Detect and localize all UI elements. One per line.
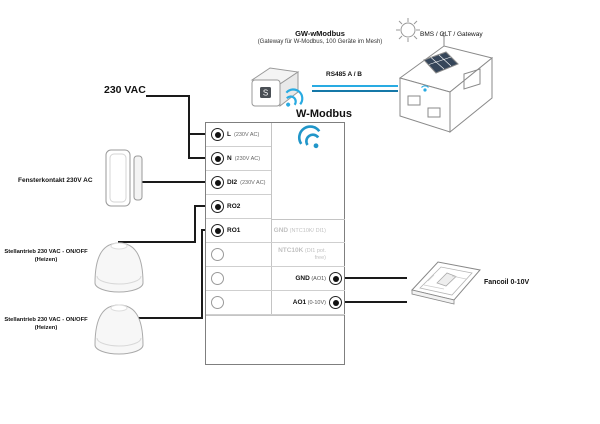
rs485-line-a xyxy=(312,85,398,87)
terminal-row-ro2: RO2 xyxy=(206,195,271,219)
terminal-detail: (230V AC) xyxy=(233,131,260,138)
rs485-line-b xyxy=(312,90,398,92)
terminal-name: DI2 xyxy=(227,179,238,186)
gateway-device-illustration: S xyxy=(250,67,304,108)
gateway-logo xyxy=(260,87,271,98)
wire-di2 xyxy=(140,181,214,183)
terminal-row-n: N (230V AC) xyxy=(206,147,271,171)
radiator xyxy=(407,95,421,106)
wire-gnd-ao1 xyxy=(343,277,407,279)
actuator-2-label: Stellantrieb 230 VAC - ON/OFF (Heizen) xyxy=(2,317,90,332)
wire-ro2-v xyxy=(194,205,196,243)
terminal-row-ao1: AO1 (0-10V) xyxy=(271,291,345,315)
terminal-circle xyxy=(211,224,224,237)
fancoil-label: Fancoil 0-10V xyxy=(484,279,530,286)
terminal-circle xyxy=(329,296,342,309)
terminal-name: RO2 xyxy=(227,203,241,210)
window xyxy=(463,68,481,90)
terminal-row-empty-2 xyxy=(206,267,271,291)
terminal-circle xyxy=(211,128,224,141)
gateway-subtitle: (Gateway für W-Modbus, 100 Geräte im Mes… xyxy=(257,39,383,45)
terminal-row-di2: DI2 (230V AC) xyxy=(206,171,271,195)
gateway-wifi-icon xyxy=(285,88,304,107)
wire-n-stub xyxy=(188,157,214,159)
svg-text:S: S xyxy=(263,89,268,98)
bms-label: BMS / GLT / Gateway xyxy=(420,31,483,38)
terminal-row-ntc10k: NTC10K (DI1 pot. free) xyxy=(271,243,345,267)
wire-230vac-h xyxy=(146,95,190,97)
strip-divider-right-top xyxy=(271,219,345,220)
actuator-1-label: Stellantrieb 230 VAC - ON/OFF (Heizen) xyxy=(2,249,90,264)
actuator-2-illustration xyxy=(94,304,144,355)
terminal-name: GND xyxy=(273,226,289,234)
wire-ro1-v xyxy=(201,229,203,319)
terminal-row-gnd-ao1: GND (AO1) xyxy=(271,267,345,291)
terminal-name: L xyxy=(227,131,231,138)
house-outline xyxy=(398,32,494,134)
terminal-detail: (AO1) xyxy=(311,275,326,282)
terminal-detail: (0-10V) xyxy=(307,299,326,306)
window-contact-illustration xyxy=(105,149,143,207)
window-contact-label: Fensterkontakt 230V AC xyxy=(18,177,93,184)
terminal-circle xyxy=(329,272,342,285)
terminal-name: N xyxy=(227,155,232,162)
wmodbus-label: W-Modbus xyxy=(296,108,352,120)
terminal-row-ro1: RO1 xyxy=(206,219,271,243)
sun-icon xyxy=(396,18,420,42)
fancoil-illustration xyxy=(411,261,481,305)
strip-divider-horizontal xyxy=(206,315,344,316)
terminal-circle xyxy=(211,248,224,261)
terminal-row-empty-3 xyxy=(206,291,271,315)
actuator-1-illustration xyxy=(94,242,144,293)
radiator xyxy=(427,107,441,118)
building-illustration xyxy=(396,18,494,134)
indoor-wifi-icon xyxy=(421,85,429,92)
actuator-1-label-line2: (Heizen) xyxy=(34,256,58,263)
terminal-name: RO1 xyxy=(227,227,241,234)
wire-230vac-v xyxy=(188,95,190,159)
wmodbus-wifi-icon xyxy=(298,125,321,149)
voltage-label: 230 VAC xyxy=(104,84,146,96)
terminal-circle xyxy=(211,272,224,285)
terminal-name: GND xyxy=(295,274,310,282)
wire-ro2-h xyxy=(118,241,196,243)
terminal-row-l: L (230V AC) xyxy=(206,123,271,147)
wire-ro1-h xyxy=(118,317,203,319)
wire-l-stub xyxy=(188,133,214,135)
wire-ao1 xyxy=(343,301,407,303)
terminal-strip: L (230V AC) N (230V AC) DI2 (230V AC) RO… xyxy=(205,122,345,365)
rs485-label: RS485 A / B xyxy=(326,71,363,78)
actuator-2-label-line2: (Heizen) xyxy=(34,324,58,331)
terminal-detail: (230V AC) xyxy=(234,155,261,162)
terminal-name: AO1 xyxy=(292,298,307,306)
terminal-circle xyxy=(211,296,224,309)
terminal-detail: (NTC10K/ DI1) xyxy=(289,227,326,234)
terminal-circle xyxy=(211,152,224,165)
gateway-title: GW-wModbus xyxy=(295,29,345,38)
actuator-1-label-line1: Stellantrieb 230 VAC - ON/OFF xyxy=(4,249,88,255)
wire-ro2-stub xyxy=(194,205,214,207)
terminal-name: NTC10K xyxy=(278,246,304,254)
terminal-detail: (DI1 pot. free) xyxy=(304,247,326,262)
actuator-2-label-line1: Stellantrieb 230 VAC - ON/OFF xyxy=(4,317,88,323)
terminal-detail: (230V AC) xyxy=(240,179,266,186)
terminal-circle xyxy=(211,176,224,189)
terminal-row-gnd-ntc: GND (NTC10K/ DI1) xyxy=(271,219,345,243)
terminal-circle xyxy=(211,200,224,213)
terminal-row-empty-1 xyxy=(206,243,271,267)
